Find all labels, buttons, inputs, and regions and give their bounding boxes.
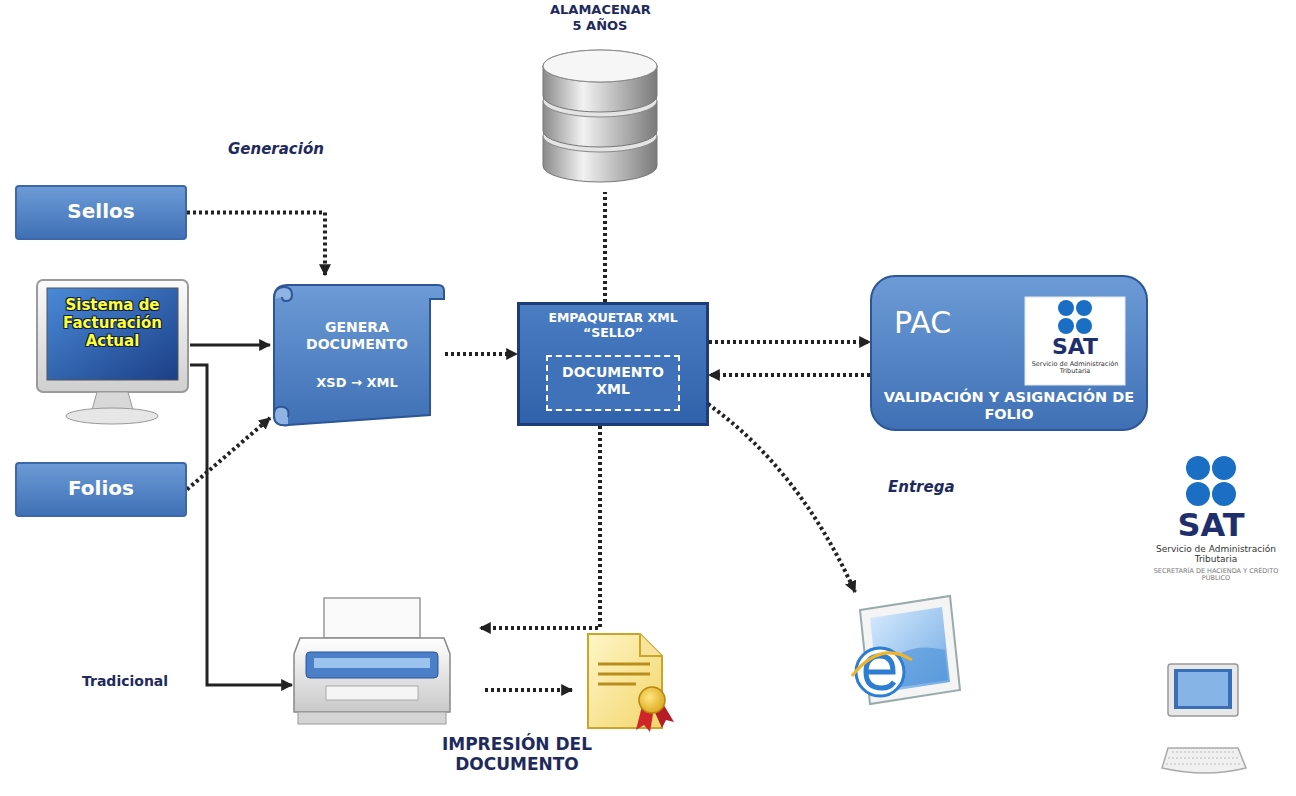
solid-connector <box>190 365 292 685</box>
input-box: Sellos <box>15 185 187 240</box>
process-title: EMPAQUETAR XML “SELLO” <box>528 310 698 340</box>
billing-system-monitor: Sistema de Facturación Actual <box>35 278 190 428</box>
process-detail: XSD → XML <box>288 375 426 391</box>
email-icon <box>852 596 960 704</box>
box-label: Sellos <box>15 199 187 223</box>
storage-database: ALAMACENAR 5 AÑOS <box>535 2 665 192</box>
sat-logo-mark <box>1186 456 1236 506</box>
edge-label: Tradicional <box>82 673 168 690</box>
phase-label: Entrega <box>888 478 955 496</box>
xml-document-box: DOCUMENTO XML <box>546 355 680 411</box>
print-caption: IMPRESIÓN DEL DOCUMENTO <box>412 734 622 775</box>
logo-wordmark: SAT <box>1025 334 1125 360</box>
logo-subtitle: Servicio de Administración Tributaria <box>1029 361 1121 375</box>
printer-icon: IMPRESIÓN DEL DOCUMENTO <box>292 594 480 730</box>
logo-wordmark: SAT <box>1156 506 1266 544</box>
input-box: Folios <box>15 462 187 517</box>
print-arrow <box>485 690 572 691</box>
delivery-arrow <box>708 404 855 592</box>
dotted-connector <box>709 373 870 377</box>
dotted-connector <box>187 418 270 490</box>
generate-scroll-outline <box>270 275 445 433</box>
logo-ministry: SECRETARÍA DE HACIENDA Y CRÉDITO PÚBLICO <box>1141 568 1291 583</box>
pac-title: PAC <box>894 305 951 341</box>
process-title: GENERA DOCUMENTO <box>288 319 426 353</box>
phase-label: Generación <box>228 140 324 158</box>
storage-heading: ALAMACENAR 5 AÑOS <box>550 2 650 33</box>
box-label: Folios <box>15 476 187 500</box>
certificate-icon <box>588 634 674 732</box>
dotted-connector <box>709 340 870 344</box>
printer-icon-outline <box>292 594 452 728</box>
computer-icon <box>1162 664 1246 773</box>
dotted-connector <box>480 426 600 628</box>
dotted-connector <box>445 352 517 356</box>
pac-box: PAC VALIDACIÓN Y ASIGNACIÓN DE FOLIO <box>870 275 1148 431</box>
solid-connector <box>190 344 270 347</box>
package-box: EMPAQUETAR XML “SELLO” DOCUMENTO XML <box>517 302 709 426</box>
screen-text: Sistema de Facturación Actual <box>49 296 176 350</box>
pac-caption: VALIDACIÓN Y ASIGNACIÓN DE FOLIO <box>880 389 1138 424</box>
storage-database-outline <box>535 46 665 192</box>
document-label: DOCUMENTO XML <box>552 364 674 398</box>
dotted-connector <box>603 192 607 302</box>
generate-scroll: GENERA DOCUMENTO XSD → XML <box>270 275 445 433</box>
dotted-connector <box>187 213 325 276</box>
logo-subtitle: Servicio de Administración Tributaria <box>1141 545 1291 565</box>
